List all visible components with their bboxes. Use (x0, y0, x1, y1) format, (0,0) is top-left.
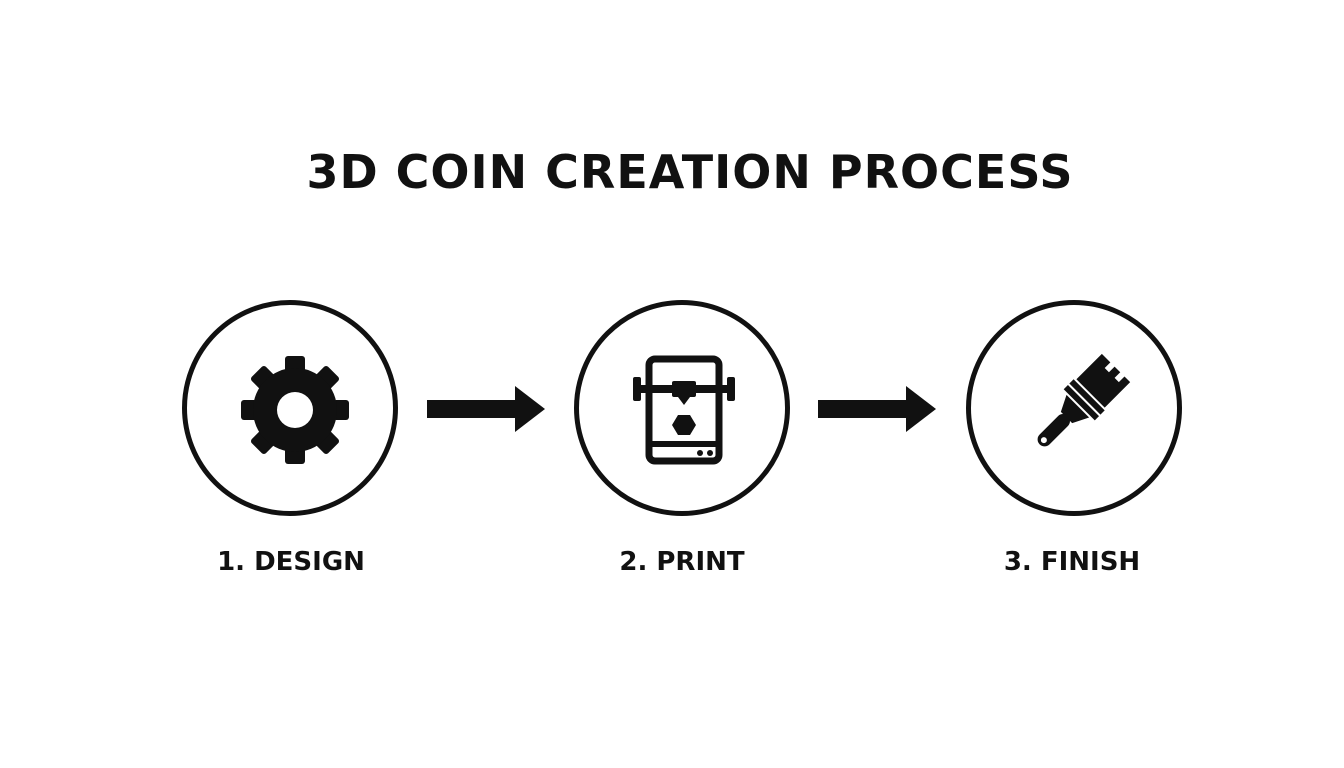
step-finish-label: 3. FINISH (1003, 547, 1141, 577)
arrow-right-icon (427, 386, 545, 432)
paintbrush-icon (1037, 353, 1131, 447)
diagram-title: 3D COIN CREATION PROCESS (306, 145, 1074, 199)
step-design-label: 1. DESIGN (217, 547, 365, 577)
step-finish-circle (966, 300, 1182, 516)
step-print-circle (574, 300, 790, 516)
gear-icon (241, 356, 349, 464)
step-design-circle (182, 300, 398, 516)
arrow-right-icon (818, 386, 936, 432)
3d-printer-icon (633, 355, 735, 465)
step-print-label: 2. PRINT (619, 547, 745, 577)
